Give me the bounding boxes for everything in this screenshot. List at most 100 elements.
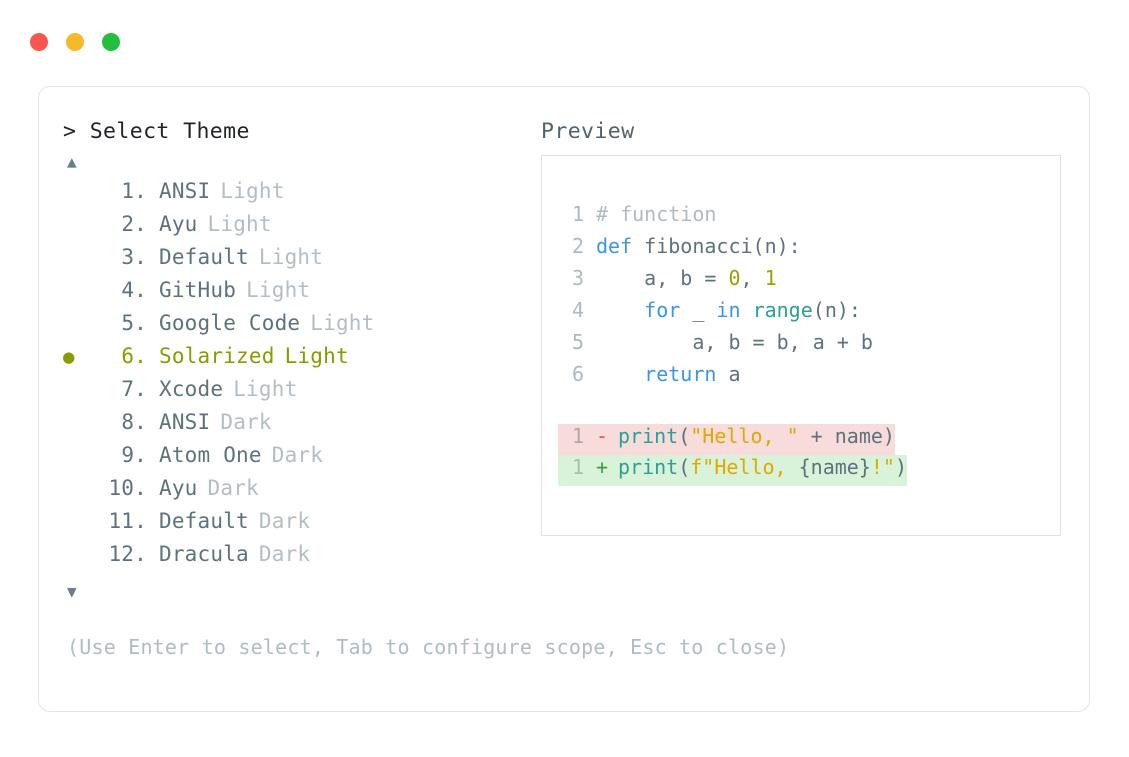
code-line-text: a, b = b, a + b: [596, 330, 873, 354]
code-line-number: 3: [571, 266, 584, 290]
code-line-text: for _ in range(n):: [596, 298, 861, 322]
preview-title: Preview: [541, 119, 635, 144]
theme-item-variant: Light: [284, 344, 349, 368]
code-line-text: return a: [596, 362, 740, 386]
scroll-up-icon[interactable]: ▲: [67, 152, 77, 171]
theme-item-name: Atom One: [159, 443, 262, 467]
code-token: for: [644, 298, 681, 322]
diff-line-text: print("Hello, " + name): [618, 424, 895, 448]
code-token: [741, 298, 753, 322]
theme-list-item[interactable]: 3. Default Light: [63, 245, 533, 278]
code-line: 6 return a: [558, 362, 1060, 394]
code-token: [596, 362, 644, 386]
code-line: 5 a, b = b, a + b: [558, 330, 1060, 362]
maximize-window-button[interactable]: [102, 33, 120, 51]
code-line-number: 6: [571, 362, 584, 386]
code-line-text: a, b = 0, 1: [596, 266, 777, 290]
code-token: 0: [728, 266, 741, 290]
code-token: a, b =: [596, 266, 729, 290]
theme-item-name: Default: [159, 245, 249, 269]
theme-list-item[interactable]: 7. Xcode Light: [63, 377, 533, 410]
theme-list-item[interactable]: 4. GitHub Light: [63, 278, 533, 311]
code-token: print: [618, 424, 679, 448]
theme-item-number: 6.: [121, 344, 147, 368]
theme-item-name: GitHub: [159, 278, 237, 302]
code-line-number: 4: [571, 298, 584, 322]
theme-list-item[interactable]: 2. Ayu Light: [63, 212, 533, 245]
close-window-button[interactable]: [30, 33, 48, 51]
code-token: (n):: [812, 298, 861, 322]
theme-item-name: Google Code: [159, 311, 301, 335]
code-line: 3 a, b = 0, 1: [558, 266, 1060, 298]
theme-item-name: Dracula: [159, 542, 249, 566]
theme-item-variant: Light: [233, 377, 298, 401]
theme-item-number: 7.: [121, 377, 147, 401]
theme-item-number: 2.: [121, 212, 147, 236]
window-titlebar: [0, 0, 1129, 84]
theme-item-name: Default: [159, 509, 249, 533]
code-line-number: 2: [571, 234, 584, 258]
code-token: range: [752, 298, 813, 322]
code-token: f"Hello,: [690, 455, 799, 479]
diff-line-text: print(f"Hello, {name}!"): [618, 455, 907, 479]
diff-line-number: 1: [571, 455, 584, 479]
code-token: 1: [764, 266, 777, 290]
theme-item-name: Ayu: [159, 212, 198, 236]
theme-item-variant: Dark: [271, 443, 324, 467]
code-token: (: [678, 455, 691, 479]
theme-item-number: 1.: [121, 179, 147, 203]
code-token: ): [894, 455, 908, 479]
diff-line-number: 1: [571, 424, 584, 448]
theme-item-name: Solarized: [159, 344, 275, 368]
code-token: "Hello, ": [690, 424, 799, 448]
code-token: _: [680, 298, 717, 322]
code-token: fibonacci(n):: [644, 234, 801, 258]
keyboard-hint: (Use Enter to select, Tab to configure s…: [67, 635, 790, 659]
theme-list-item[interactable]: 10. Ayu Dark: [63, 476, 533, 509]
code-token: a, b = b, a + b: [596, 330, 873, 354]
page-title: > Select Theme: [63, 119, 250, 144]
theme-item-variant: Light: [220, 179, 285, 203]
code-token: # function: [596, 202, 717, 226]
theme-item-number: 10.: [108, 476, 147, 500]
theme-item-name: Ayu: [159, 476, 198, 500]
code-line-text: # function: [596, 202, 716, 226]
theme-item-name: Xcode: [159, 377, 224, 401]
diff-added-line: 1+print(f"Hello, {name}!"): [558, 455, 908, 486]
diff-block: 1-print("Hello, " + name)1+print(f"Hello…: [558, 424, 1060, 486]
theme-item-number: 5.: [121, 311, 147, 335]
theme-item-variant: Dark: [207, 476, 259, 500]
theme-item-variant: Light: [207, 212, 272, 236]
code-token: return: [644, 362, 717, 386]
theme-item-number: 3.: [121, 245, 147, 269]
scroll-down-icon[interactable]: ▼: [67, 582, 77, 601]
theme-item-variant: Dark: [220, 410, 272, 434]
theme-item-name: ANSI: [159, 410, 211, 434]
code-token: !": [870, 455, 895, 479]
theme-item-variant: Light: [246, 278, 311, 302]
code-token: print: [618, 455, 679, 479]
theme-list-item[interactable]: 11. Default Dark: [63, 509, 533, 542]
code-line-number: 5: [571, 330, 584, 354]
minimize-window-button[interactable]: [66, 33, 84, 51]
code-line: 1# function: [558, 202, 1060, 234]
theme-item-variant: Dark: [258, 509, 311, 533]
theme-item-variant: Light: [258, 245, 324, 269]
code-spacer: [558, 394, 1060, 424]
theme-item-number: 11.: [108, 509, 147, 533]
theme-item-number: 4.: [121, 278, 147, 302]
